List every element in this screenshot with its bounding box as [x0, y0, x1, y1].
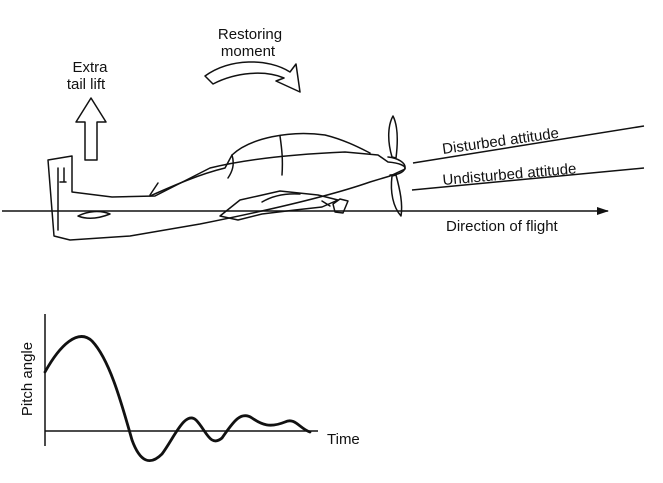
- tail-fin-detail: [57, 167, 67, 231]
- antenna: [149, 182, 159, 196]
- undisturbed-attitude-label: Undisturbed attitude: [442, 160, 577, 189]
- restoring-moment-arrow: [204, 61, 301, 93]
- restoring-moment-label-line1: Restoring: [218, 26, 282, 43]
- canopy-frame: [227, 135, 284, 179]
- fuselage: [47, 151, 406, 241]
- extra-tail-lift-label-line2: tail lift: [67, 76, 106, 93]
- propeller-lower: [390, 174, 403, 217]
- disturbed-attitude-line: [412, 125, 645, 164]
- cockpit-canopy: [149, 132, 371, 197]
- aircraft-illustration: [47, 115, 406, 241]
- restoring-moment-label-line2: moment: [221, 43, 276, 60]
- tail-lift-arrow: [75, 97, 107, 161]
- extra-tail-lift-label-line1: Extra: [72, 59, 108, 76]
- disturbed-attitude-label: Disturbed attitude: [441, 125, 560, 158]
- pitch-oscillation-curve: [43, 335, 312, 463]
- horizontal-stabilizer: [77, 210, 111, 219]
- graph-y-label: Pitch angle: [19, 342, 36, 416]
- propeller-upper: [388, 115, 398, 159]
- wing-detail: [261, 193, 331, 207]
- graph-x-label: Time: [327, 431, 360, 448]
- undisturbed-attitude-line: [411, 167, 645, 191]
- direction-of-flight-label: Direction of flight: [446, 218, 559, 235]
- pitch-angle-graph: Pitch angle Time: [19, 314, 360, 463]
